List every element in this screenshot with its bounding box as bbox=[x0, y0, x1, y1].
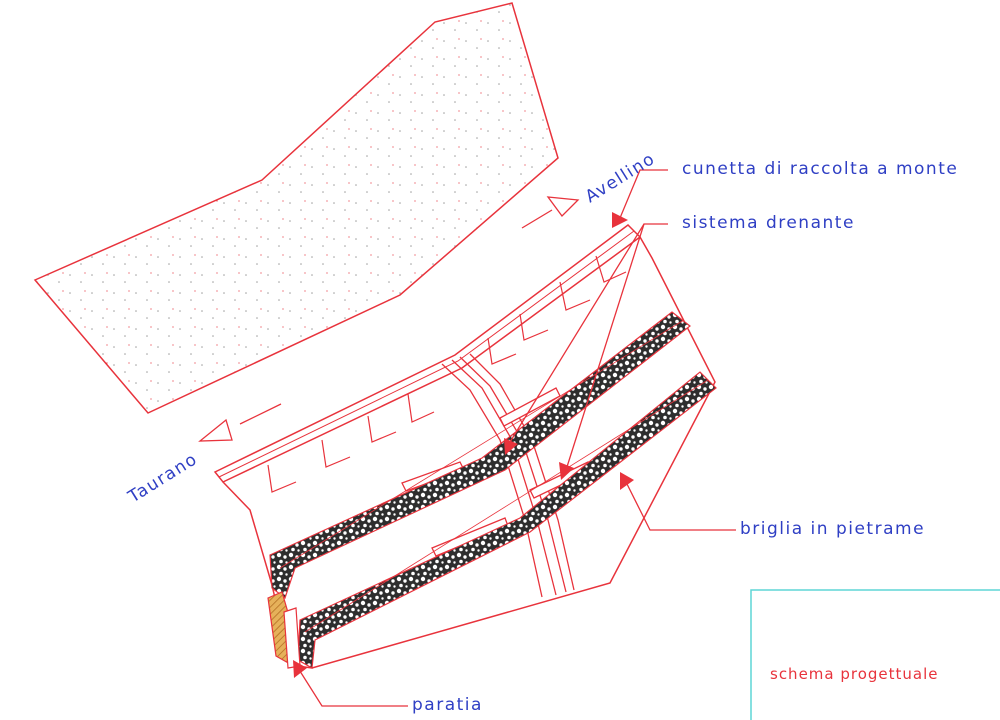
bulkhead-paratia bbox=[267, 591, 301, 669]
arrow-taurano-icon bbox=[198, 403, 282, 442]
title-box-frame bbox=[750, 589, 1000, 720]
slope-ribs bbox=[267, 255, 627, 493]
gabion-weir-lower bbox=[297, 371, 717, 669]
label-briglia-in-pietrame: briglia in pietrame bbox=[740, 519, 926, 539]
label-paratia: paratia bbox=[412, 695, 483, 715]
leader-briglia bbox=[620, 472, 736, 531]
label-sistema-drenante: sistema drenante bbox=[682, 213, 855, 233]
title-schema-progettuale: schema progettuale bbox=[770, 665, 939, 683]
leader-paratia bbox=[293, 660, 408, 707]
label-cunetta-di-raccolta: cunetta di raccolta a monte bbox=[682, 159, 959, 179]
leader-sistema bbox=[504, 223, 668, 480]
road-inner-line bbox=[218, 230, 635, 478]
leader-cunetta bbox=[612, 169, 668, 228]
terrain-plateau bbox=[33, 2, 559, 414]
gabion-weir-upper bbox=[269, 311, 691, 599]
arrow-avellino-icon bbox=[521, 196, 580, 229]
